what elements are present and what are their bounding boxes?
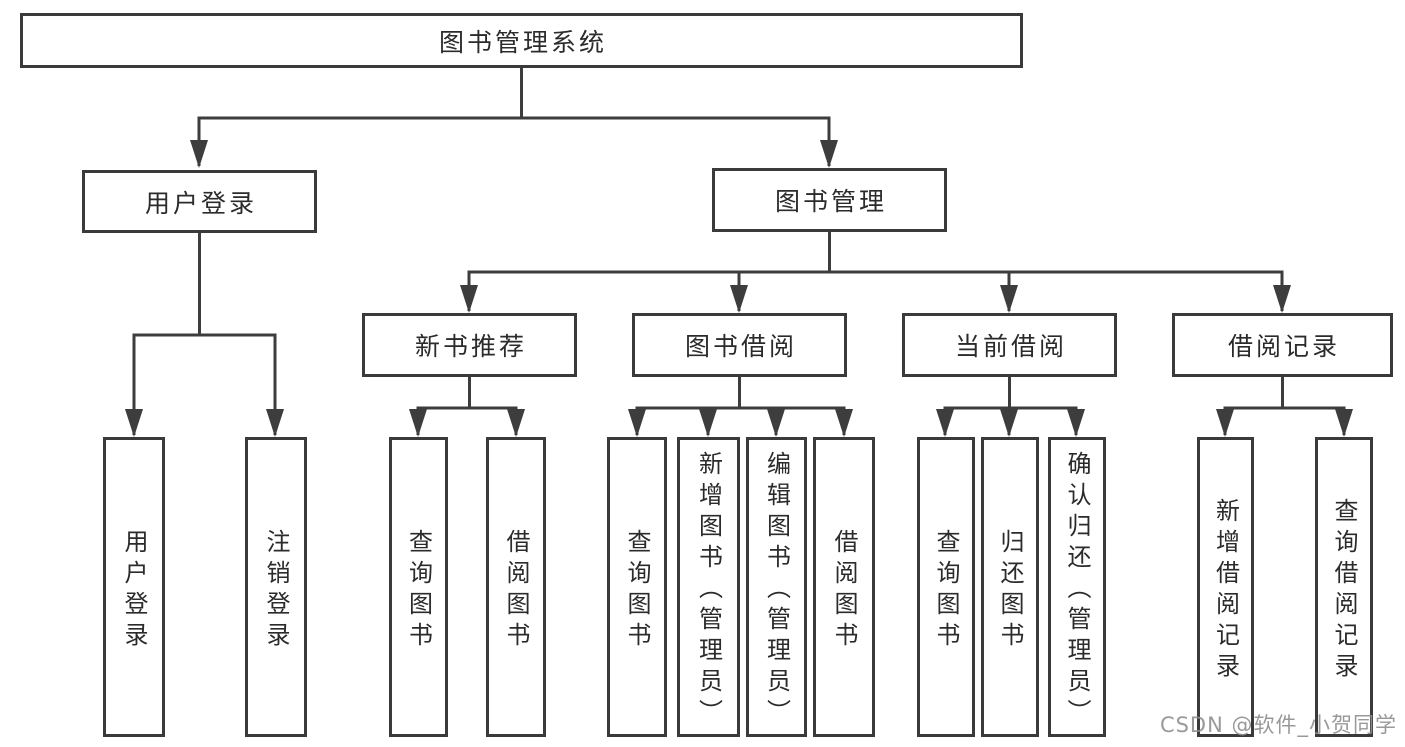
node-label: 借阅记录 [1227, 332, 1340, 361]
node-label: 新增借阅记录 [1211, 497, 1240, 684]
leaf-borrow-books-recommend: 借阅图书 [486, 437, 546, 737]
leaf-query-borrow-record: 查询借阅记录 [1315, 437, 1373, 737]
node-label: 确认归还（管理员） [1063, 451, 1091, 730]
node-current-borrowing: 当前借阅 [902, 313, 1117, 377]
node-new-book-recommend: 新书推荐 [362, 313, 577, 377]
node-book-borrowing: 图书借阅 [632, 313, 847, 377]
leaf-user-login: 用户登录 [103, 437, 165, 737]
node-label: 查询借阅记录 [1330, 497, 1358, 684]
node-label: 查询图书 [623, 528, 651, 653]
leaf-confirm-return-admin: 确认归还（管理员） [1048, 437, 1106, 737]
node-book-management: 图书管理 [712, 168, 947, 232]
node-label: 归还图书 [996, 528, 1024, 653]
leaf-query-books-borrow: 查询图书 [607, 437, 667, 737]
leaf-query-books-current: 查询图书 [917, 437, 975, 737]
node-label: 编辑图书（管理员） [762, 451, 791, 730]
node-label: 注销登录 [262, 528, 290, 653]
node-label: 图书管理 [774, 187, 887, 216]
leaf-add-book-admin: 新增图书（管理员） [677, 437, 740, 737]
leaf-query-books-recommend: 查询图书 [389, 437, 448, 737]
node-label: 查询图书 [932, 528, 960, 653]
node-label: 新书推荐 [414, 332, 527, 361]
node-label: 新增图书（管理员） [694, 451, 723, 730]
node-label: 图书管理系统 [438, 27, 607, 57]
node-user-login: 用户登录 [82, 170, 317, 233]
node-label: 查询图书 [404, 528, 433, 653]
leaf-edit-book-admin: 编辑图书（管理员） [746, 437, 807, 737]
node-label: 当前借阅 [954, 332, 1067, 361]
node-library-management-system: 图书管理系统 [20, 13, 1023, 68]
leaf-logout: 注销登录 [245, 437, 307, 737]
leaf-add-borrow-record: 新增借阅记录 [1197, 437, 1254, 737]
node-label: 用户登录 [144, 188, 257, 218]
leaf-return-book: 归还图书 [981, 437, 1039, 737]
node-borrowing-records: 借阅记录 [1172, 313, 1393, 377]
node-label: 借阅图书 [830, 528, 858, 653]
csdn-watermark: CSDN @软件_小贺同学 [1159, 713, 1397, 737]
node-label: 借阅图书 [502, 528, 530, 653]
node-label: 用户登录 [120, 528, 148, 653]
node-label: 图书借阅 [684, 332, 797, 361]
leaf-borrow-books: 借阅图书 [813, 437, 875, 737]
